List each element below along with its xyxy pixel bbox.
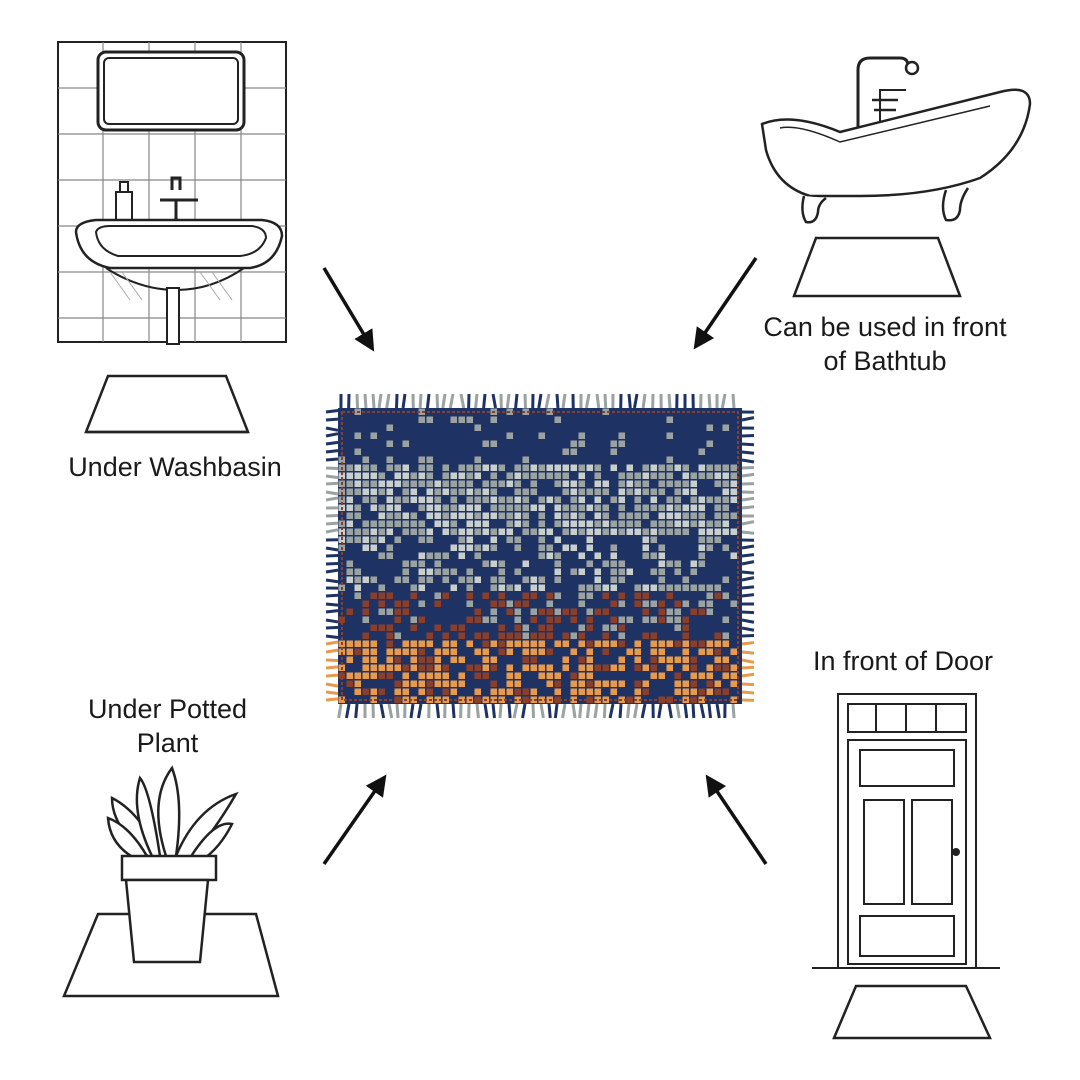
- label-under-potted-plant: Under Potted Plant: [87, 694, 248, 758]
- bath-mat-outline-icon: [832, 984, 992, 1040]
- bath-mat-outline-icon: [84, 374, 250, 434]
- door-sketch-icon: [812, 693, 1000, 969]
- potted-plant-sketch-icon: [62, 765, 280, 998]
- label-front-of-door: In front of Door: [812, 646, 994, 676]
- arrow-icon: [322, 257, 768, 866]
- label-under-washbasin: Under Washbasin: [68, 452, 282, 482]
- bathtub-sketch-icon: [760, 56, 1032, 224]
- woven-rug-image: [325, 393, 755, 719]
- bath-mat-outline-icon: [792, 236, 962, 298]
- label-bathtub: Can be used in front of Bathtub: [763, 312, 1007, 376]
- washbasin-sketch-icon: [57, 41, 287, 345]
